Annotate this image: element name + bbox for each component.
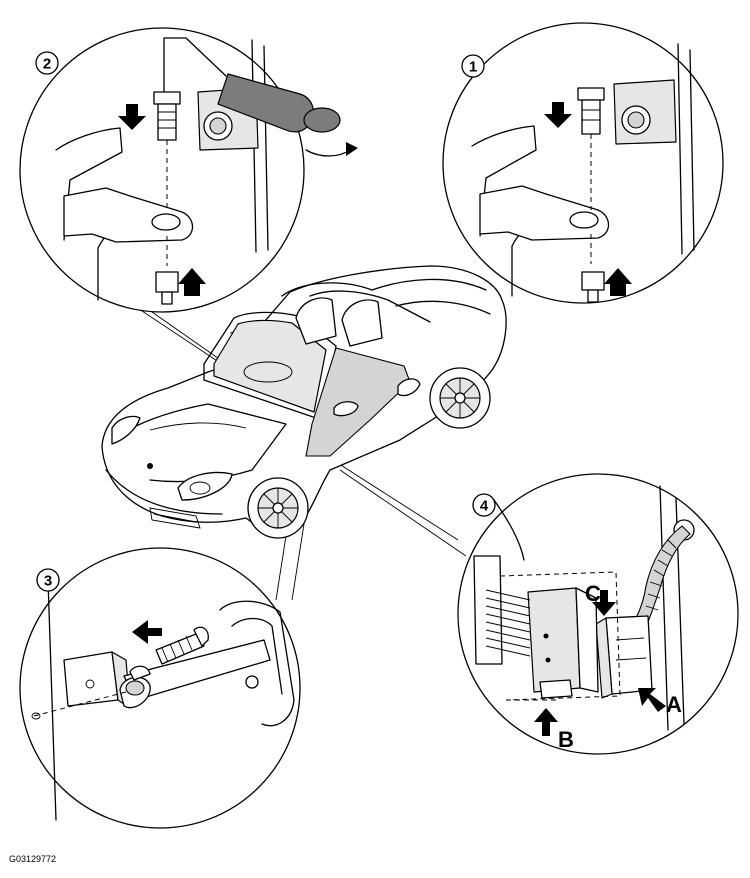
callout-2-label: 2 (43, 56, 51, 73)
callout-3: 3 (36, 568, 60, 592)
callout-4-label: 4 (480, 498, 489, 515)
label-b: B (558, 727, 574, 752)
callout-4: 4 (472, 493, 496, 517)
label-a: A (666, 692, 682, 717)
detail-1-hinge-pin (442, 22, 724, 304)
car-illustration (101, 265, 507, 539)
detail-2-hinge-bolt-tool (19, 27, 358, 313)
detail-3-door-check-strap (19, 547, 301, 829)
callout-1: 1 (461, 54, 485, 78)
label-c: C (585, 581, 601, 606)
figure-code: G03129772 (9, 854, 56, 864)
callout-1-label: 1 (469, 59, 477, 76)
callout-3-label: 3 (44, 573, 52, 590)
callout-2: 2 (35, 51, 59, 75)
detail-4-wiring-connector (457, 473, 739, 755)
